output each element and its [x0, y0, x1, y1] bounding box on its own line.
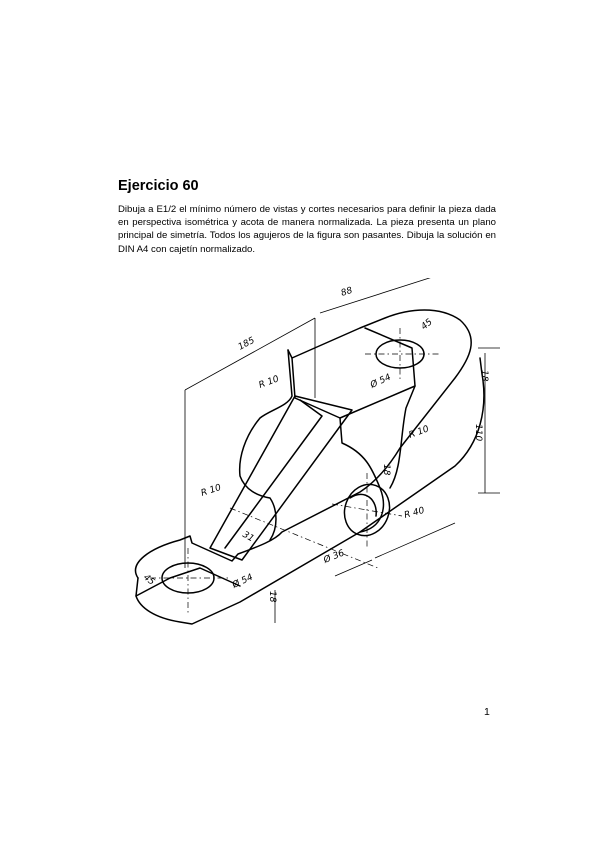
exercise-title: Ejercicio 60: [118, 178, 199, 194]
dim-31: 31: [241, 530, 256, 544]
dim-r10-top: R 10: [258, 374, 281, 391]
dim-45-top: 45: [420, 317, 435, 332]
dim-diam-54-top: Ø 54: [368, 372, 393, 392]
dim-18-low: 18: [267, 591, 277, 603]
dim-18-mid: 18: [381, 464, 391, 476]
dim-18-right: 18: [479, 370, 489, 382]
dim-110: 110: [473, 424, 483, 441]
upright-block: [291, 327, 416, 419]
rib: [209, 395, 353, 561]
dim-diam-54-low: Ø 54: [230, 572, 255, 592]
base-outline: [135, 309, 472, 579]
front-hole: [343, 483, 391, 537]
exercise-statement: Dibuja a E1/2 el mínimo número de vistas…: [118, 204, 496, 255]
dim-r10-right: R 10: [408, 424, 431, 441]
dim-185: 185: [237, 336, 257, 353]
dim-88: 88: [340, 286, 354, 299]
isometric-drawing: 88 185 45 Ø 54 18 110 R 10 R 10 R 10 18 …: [135, 278, 500, 625]
page-number: 1: [484, 706, 490, 718]
dim-r10-left: R 10: [200, 483, 223, 499]
dim-r40: R 40: [403, 506, 426, 521]
